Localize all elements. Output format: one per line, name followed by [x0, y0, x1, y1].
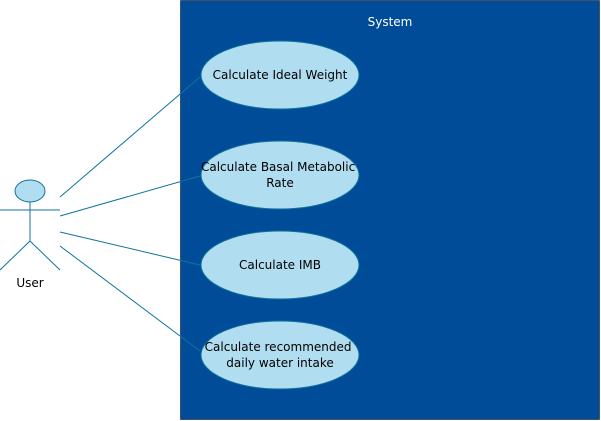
usecase-imb[interactable]: Calculate IMB: [200, 230, 360, 300]
usecase-label-line: Calculate IMB: [239, 258, 321, 272]
association-line-ideal-weight: [59, 76, 201, 198]
usecase-basal-metabolic-rate[interactable]: Calculate Basal Metabolic Rate: [200, 140, 360, 210]
system-title: System: [368, 15, 413, 29]
usecase-label: Calculate IMB: [239, 258, 321, 272]
usecase-label: Calculate recommended daily water intake: [205, 340, 356, 370]
association-line-imb: [59, 231, 201, 266]
actor-head: [14, 179, 46, 203]
usecase-ellipse: [200, 320, 360, 390]
usecase-label-line: Rate: [266, 176, 294, 190]
usecase-ellipse: [200, 230, 360, 300]
usecase-label: Calculate Basal Metabolic Rate: [201, 160, 359, 190]
actor-user[interactable]: User: [0, 179, 61, 290]
usecase-label: Calculate Ideal Weight: [213, 68, 348, 82]
usecase-label-line: Calculate Ideal Weight: [213, 68, 348, 82]
usecase-label-line: Calculate recommended: [205, 340, 352, 354]
usecase-ellipse: [200, 40, 360, 110]
association-line-basal-metabolic-rate: [59, 175, 201, 217]
actor-right-leg: [29, 240, 61, 271]
usecase-ideal-weight[interactable]: Calculate Ideal Weight: [200, 40, 360, 110]
actor-left-leg: [0, 240, 31, 271]
usecase-ellipse: [200, 140, 360, 210]
usecase-label-line: Calculate Basal Metabolic: [201, 160, 355, 174]
associations: [59, 76, 201, 352]
usecase-water-intake[interactable]: Calculate recommended daily water intake: [200, 320, 360, 390]
association-line-water-intake: [59, 245, 201, 352]
usecase-label-line: daily water intake: [226, 356, 333, 370]
actor-label: User: [16, 276, 43, 290]
